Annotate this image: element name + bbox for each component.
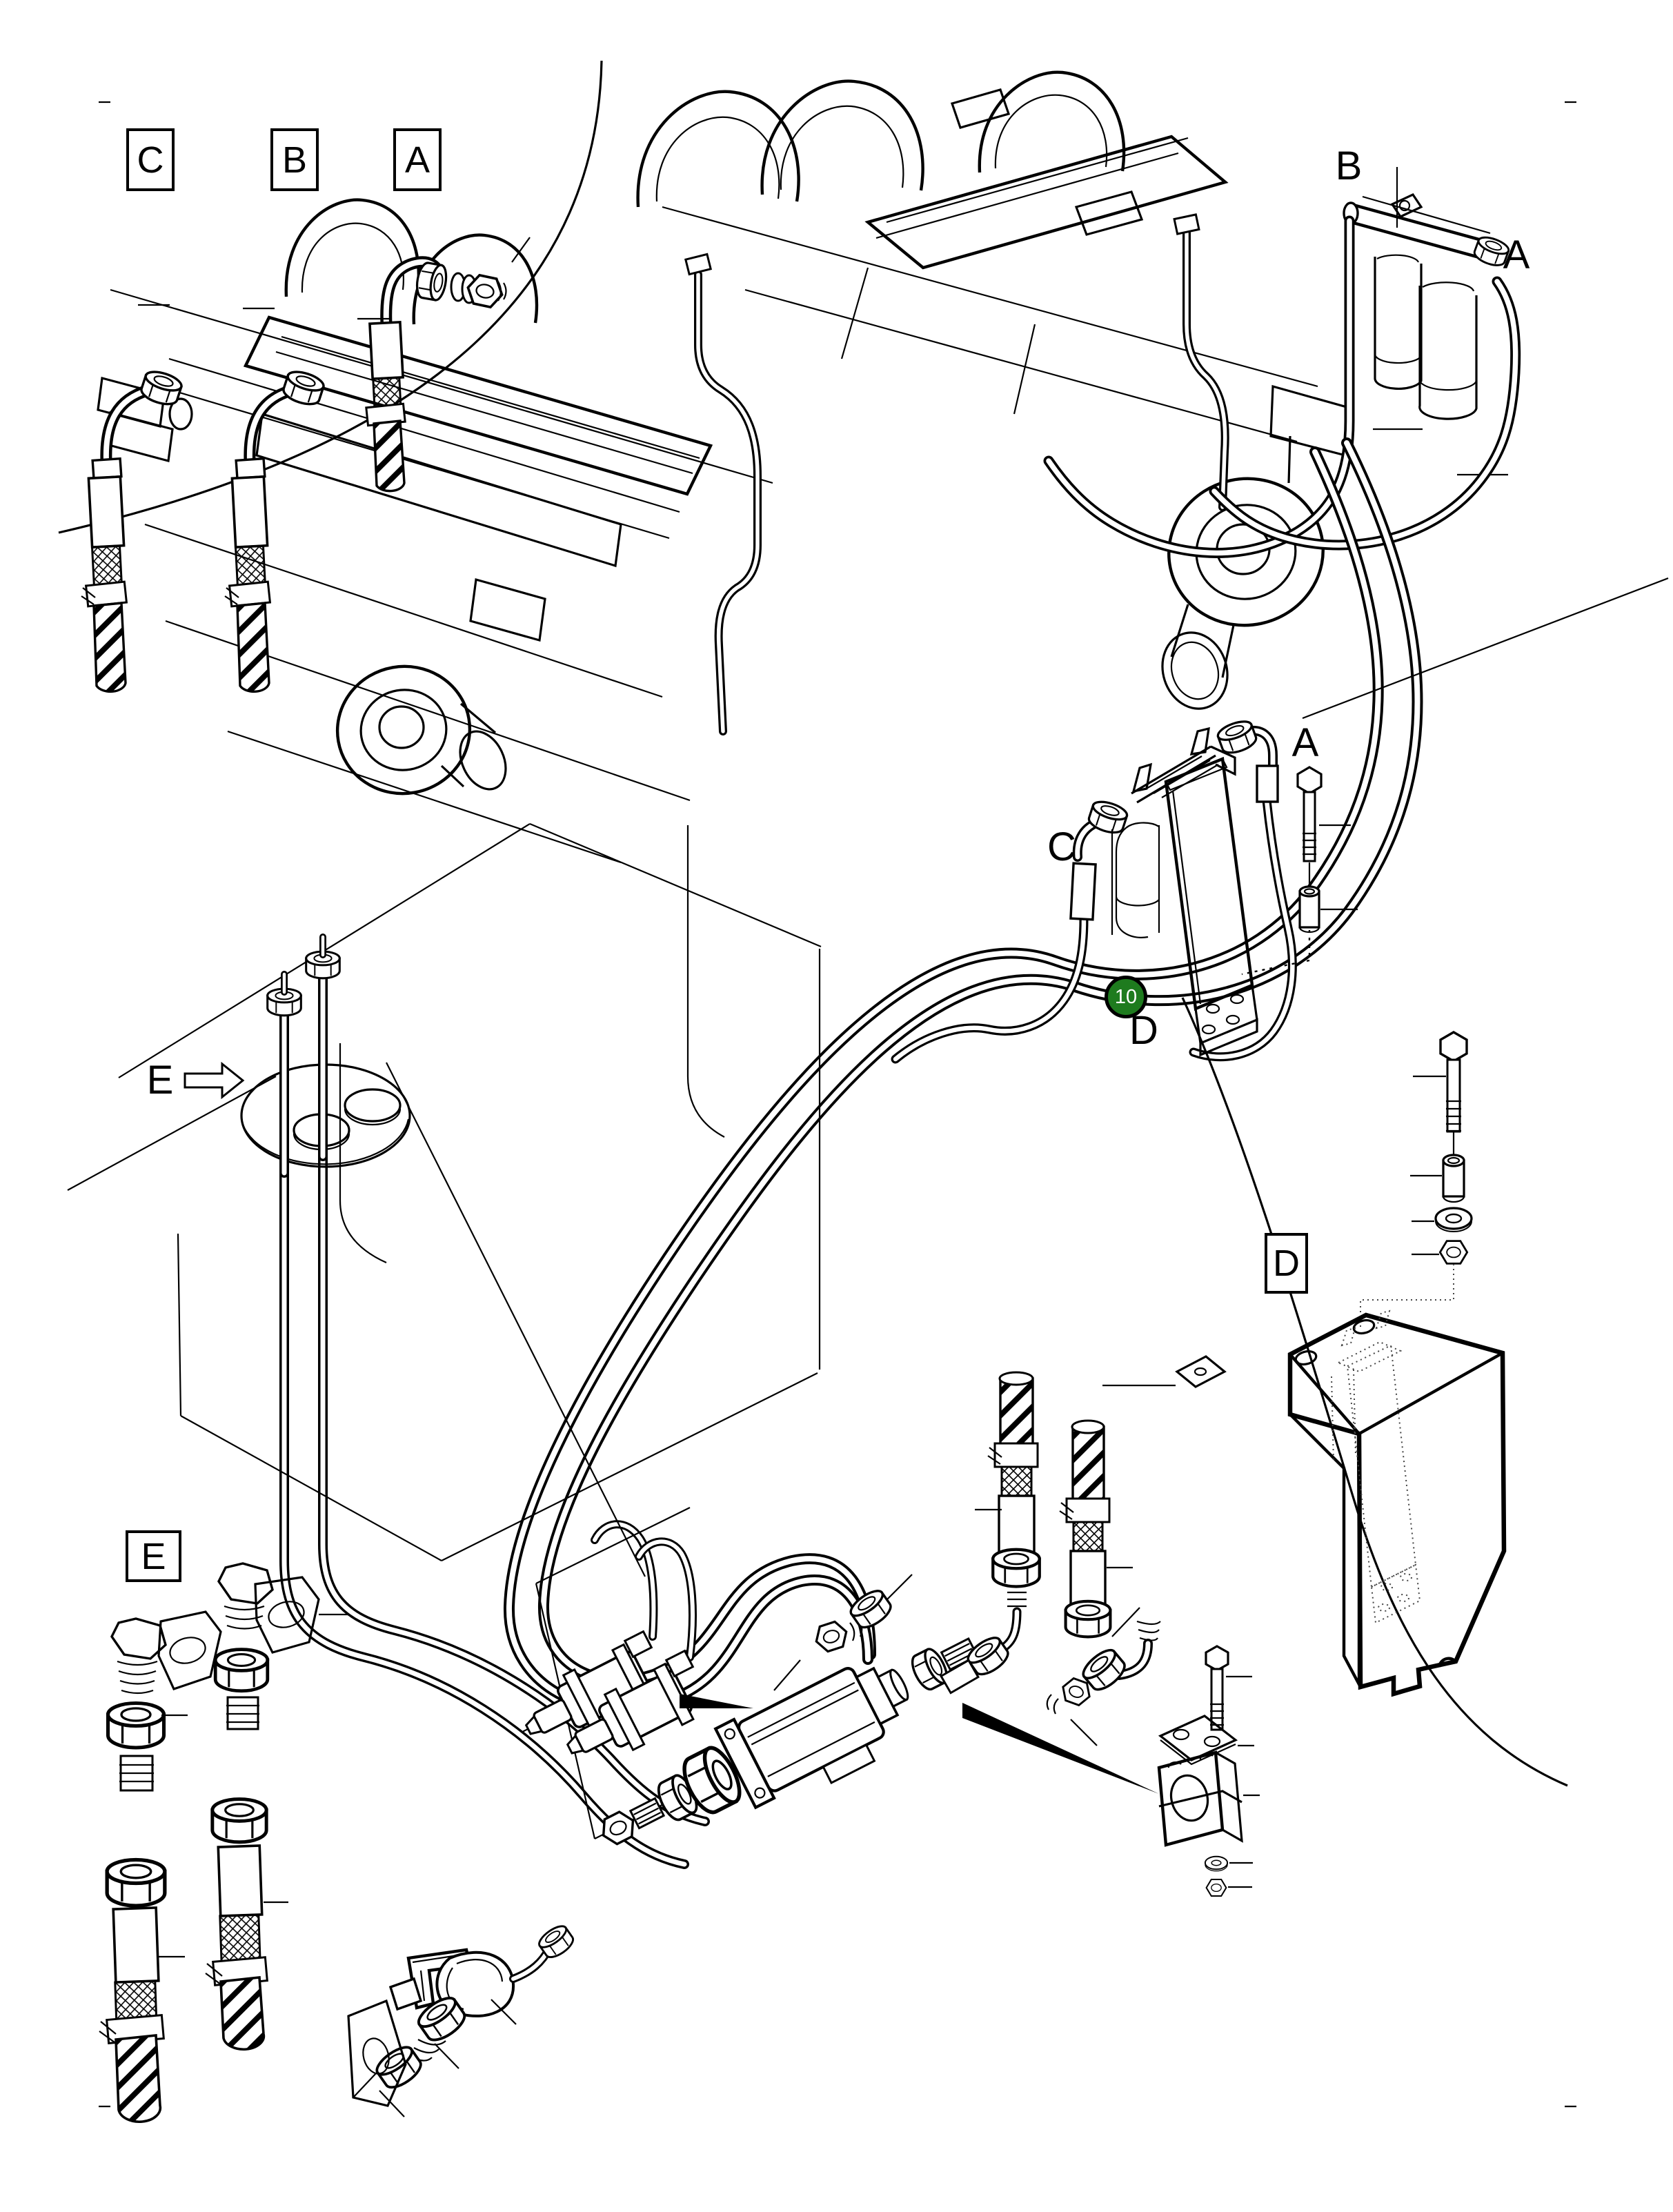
part-number-badge-text: 10: [1114, 985, 1138, 1008]
engine-fuel-hose-front: [684, 253, 762, 735]
e-banjo-right: [217, 1562, 348, 1654]
hidden-bracket: [1331, 1310, 1421, 1624]
d-nut: [1412, 1240, 1469, 1265]
engine-fuel-hose-rear: [1173, 213, 1229, 511]
d-bolt: [1413, 1031, 1468, 1158]
clamp-nut: [1205, 1878, 1252, 1897]
ball-valve-assembly: [347, 1921, 577, 2117]
clamp-block-assembly: [1157, 1645, 1260, 1897]
e-hose-right: [205, 1799, 288, 2051]
callout-box-d-label: D: [1273, 1243, 1300, 1284]
hose-runs: [279, 215, 1521, 1869]
pointer-arrow-1: [680, 1694, 753, 1708]
solenoid-valve-2: [566, 1649, 695, 1755]
detail-pointer-line: [1302, 577, 1669, 720]
braided-hose-2: [1059, 1419, 1133, 1637]
tank-label-e: E: [146, 1058, 174, 1103]
bracket-label-c: C: [1047, 824, 1076, 869]
e-direction-arrow: [184, 1061, 245, 1100]
callout-box-d: D: [1265, 1233, 1308, 1294]
cooler-bracket-assembly: [1069, 716, 1358, 1057]
clamp-strap-plate: [1158, 1715, 1254, 1766]
clamp-bolt: [1205, 1645, 1252, 1731]
detail-e-fittings: [99, 1562, 348, 2123]
bracket-label-a: A: [1291, 720, 1319, 765]
callout-box-a-label: A: [404, 139, 430, 181]
clamp-washer: [1204, 1855, 1253, 1872]
crop-marks: [99, 101, 1576, 2108]
engine-line-art: [58, 60, 1348, 864]
callout-box-b: B: [270, 128, 319, 191]
d-spacer: [1410, 1154, 1465, 1203]
callout-box-c-label: C: [137, 139, 164, 181]
detail-d-view: [1181, 577, 1669, 1787]
braided-hose-1: [940, 1371, 1040, 1695]
callout-box-c: C: [126, 128, 175, 191]
bracket-label-d: D: [1129, 1008, 1158, 1053]
fuel-filter-assembly: [1343, 167, 1512, 476]
adapter-fitting: [450, 237, 531, 310]
valve-bracket-plate: [347, 1999, 407, 2107]
e-hose-left: [99, 1859, 185, 2123]
hose-b-illustration: [224, 307, 327, 693]
bracket-bolt: [1296, 766, 1323, 889]
callout-box-a: A: [393, 128, 442, 191]
callout-hose-illustrations: [81, 237, 531, 693]
hose-c-illustration: [81, 304, 185, 693]
bracket-spacer: [1298, 885, 1320, 934]
callout-clip-arc: [58, 60, 603, 534]
d-washer: [1412, 1207, 1473, 1233]
elbow-fittings: [773, 1574, 1161, 1746]
callout-box-e: E: [126, 1530, 181, 1582]
pointer-arrow-2: [962, 1703, 1159, 1794]
detail-bubble-arc: [1181, 997, 1568, 1787]
filter-label-b: B: [1335, 144, 1363, 188]
clamp-block: [1157, 1750, 1260, 1847]
hose-a-illustration: [357, 237, 531, 493]
clamp-plate-small: [1102, 1355, 1227, 1388]
fuel-pump-assembly: [595, 1371, 1161, 1849]
filter-label-a: A: [1503, 233, 1530, 277]
callout-box-b-label: B: [281, 139, 308, 181]
e-banjo-left: [110, 1610, 222, 1695]
part-number-badge[interactable]: 10: [1105, 976, 1147, 1018]
d-box-bracket: [1287, 1310, 1507, 1697]
tank-sender-plate: [184, 934, 411, 1178]
callout-box-e-label: E: [141, 1535, 166, 1577]
